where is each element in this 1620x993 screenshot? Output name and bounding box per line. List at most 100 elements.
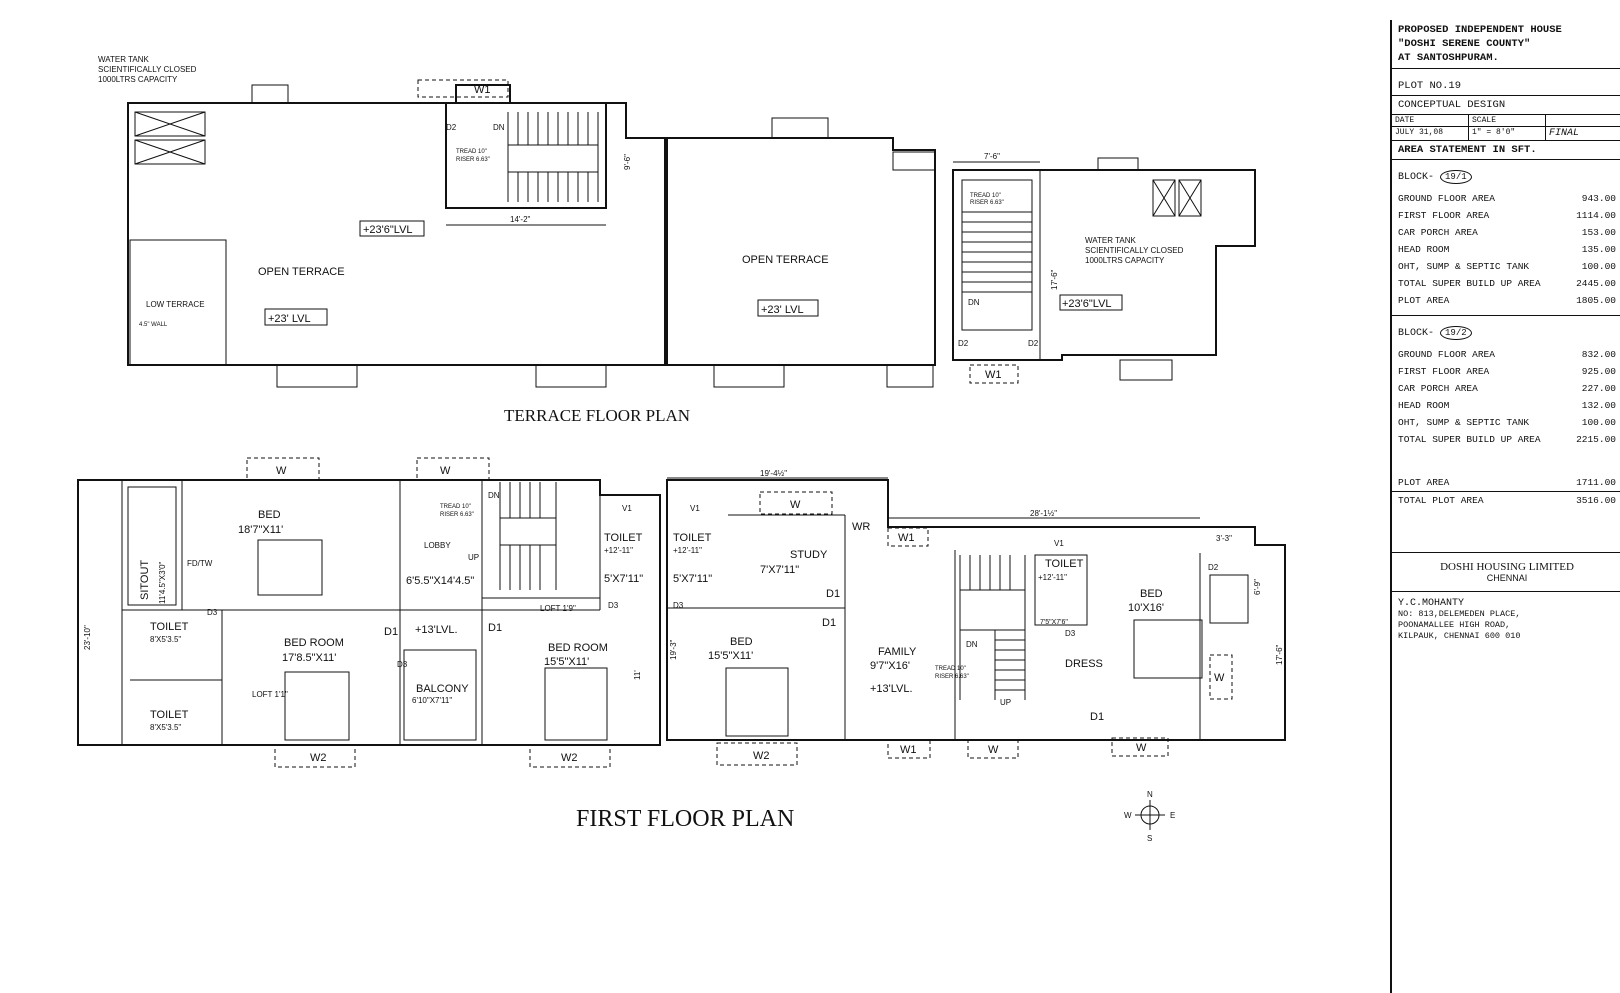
first-fd-tw: FD/TW xyxy=(187,559,213,568)
first-bedroom-a-label: BED ROOM xyxy=(284,637,344,649)
first-bed-d-furniture xyxy=(1133,619,1203,679)
first-d3-d: D3 xyxy=(673,601,684,610)
first-toilet-c-size: 5'X7'11" xyxy=(604,573,643,585)
block2-row-label: OHT, SUMP & SEPTIC TANK xyxy=(1398,417,1530,428)
block2-row-value: 925.00 xyxy=(1581,366,1616,377)
first-d3-b: D3 xyxy=(397,660,408,669)
date-scale-header: DATE SCALE xyxy=(1392,115,1620,127)
terrace-open-terrace-left: OPEN TERRACE xyxy=(258,266,345,278)
block2-row-value: 2215.00 xyxy=(1576,434,1616,445)
first-study-size: 7'X7'11" xyxy=(760,564,799,576)
block2-row-value: 100.00 xyxy=(1581,417,1616,428)
first-dim-176: 17'-6" xyxy=(1275,644,1284,665)
first-v1-c: V1 xyxy=(1054,539,1064,548)
first-balcony-label: BALCONY xyxy=(416,683,469,695)
plot-area-label: PLOT AREA xyxy=(1398,477,1450,488)
first-loft-19: LOFT 1'9" xyxy=(540,604,576,613)
first-w-label-f: W xyxy=(1214,672,1225,684)
terrace-tank-1 xyxy=(134,111,206,137)
first-family-stair xyxy=(959,555,1026,700)
terrace-lvl-236-a: +23'6"LVL xyxy=(363,224,413,236)
first-window-w-e xyxy=(1111,737,1169,757)
first-dress-label: DRESS xyxy=(1065,658,1103,670)
terrace-tank-2 xyxy=(134,139,206,165)
terrace-parapet-5 xyxy=(276,364,358,388)
first-dim-33: 3'-3" xyxy=(1216,534,1232,543)
block2-label: BLOCK- xyxy=(1398,328,1435,339)
architect-name: Y.C.MOHANTY xyxy=(1398,598,1465,609)
project-line-3: AT SANTOSHPURAM. xyxy=(1398,52,1499,64)
terrace-right-stair xyxy=(961,179,1033,331)
terrace-parapet-8 xyxy=(886,364,934,388)
first-bed-d-label: BED xyxy=(1140,588,1163,600)
block1-row-label: HEAD ROOM xyxy=(1398,244,1450,255)
terrace-water-tank-note-2: SCIENTIFICALLY CLOSED xyxy=(98,65,197,74)
terrace-right-stair-treads xyxy=(962,211,1032,293)
date-header: DATE xyxy=(1392,115,1469,126)
first-family-dn: DN xyxy=(966,640,978,649)
block2-row-label: TOTAL SUPER BUILD UP AREA xyxy=(1398,434,1541,445)
terrace-right-tank-note-2: SCIENTIFICALLY CLOSED xyxy=(1085,246,1184,255)
first-window-w-c xyxy=(759,491,833,515)
compass-e: E xyxy=(1170,811,1175,820)
first-d1-a: D1 xyxy=(384,626,398,638)
terrace-stair-treads xyxy=(507,112,599,202)
terrace-lvl-23-a: +23' LVL xyxy=(268,313,311,325)
block2-row-value: 227.00 xyxy=(1581,383,1616,394)
block1-row-value: 100.00 xyxy=(1581,261,1616,272)
compass-rose: N S E W xyxy=(1124,790,1175,843)
first-toilet-b-label: TOILET xyxy=(150,709,189,721)
first-window-w1-b xyxy=(887,739,931,759)
terrace-lvl-box-3 xyxy=(757,299,819,317)
first-bed-c-size: 15'5"X11' xyxy=(708,650,753,662)
first-bed-c-label: BED xyxy=(730,636,753,648)
first-toilet-a-label: TOILET xyxy=(150,621,189,633)
first-dim-11: 11' xyxy=(633,670,642,680)
terrace-w1-label: W1 xyxy=(474,84,491,96)
terrace-lvl-box-1 xyxy=(359,220,425,237)
first-w2-label-c: W2 xyxy=(753,750,770,762)
block2-row: CAR PORCH AREA 227.00 xyxy=(1392,380,1620,397)
block2-row-label: CAR PORCH AREA xyxy=(1398,383,1478,394)
first-window-w2-b xyxy=(529,744,611,768)
first-lvl-13-a: +13'LVL. xyxy=(415,624,458,636)
block2-row: HEAD ROOM 132.00 xyxy=(1392,397,1620,414)
terrace-right-d2-a: D2 xyxy=(958,339,969,348)
terrace-stair-headroom xyxy=(445,102,607,209)
block1-row-value: 1114.00 xyxy=(1576,210,1616,221)
first-wr-label: WR xyxy=(852,521,870,533)
first-toilet-a-size: 8'X5'3.5" xyxy=(150,635,181,644)
terrace-right-tread: TREAD 10" xyxy=(970,193,1001,199)
first-w-label-e: W xyxy=(1136,742,1147,754)
first-window-w1-a xyxy=(887,527,929,547)
first-w-label-c: W xyxy=(790,499,801,511)
first-sitout-hatch xyxy=(127,486,177,606)
first-sitout-size: 11'4.5"X3'0" xyxy=(158,561,167,604)
first-sitout-label: SITOUT xyxy=(139,560,151,600)
block2-row-value: 132.00 xyxy=(1581,400,1616,411)
first-w-label-b: W xyxy=(440,465,451,477)
first-window-w2-c xyxy=(716,742,798,766)
terrace-parapet-4 xyxy=(1097,157,1139,171)
first-d3-c: D3 xyxy=(608,601,619,610)
block1-number: 19/1 xyxy=(1440,170,1472,184)
first-bedroom-a-furniture xyxy=(284,671,350,741)
terrace-right-tank-note-1: WATER TANK xyxy=(1085,236,1136,245)
first-balcony-size: 6'10"X7'11" xyxy=(412,696,452,705)
project-line-1: PROPOSED INDEPENDENT HOUSE xyxy=(1398,24,1562,36)
block2-row-label: HEAD ROOM xyxy=(1398,400,1450,411)
first-lobby-stair xyxy=(499,482,557,590)
terrace-dn-label: DN xyxy=(493,123,505,132)
first-bed-a-label: BED xyxy=(258,509,281,521)
first-window-w-a xyxy=(246,457,320,481)
first-d1-d: D1 xyxy=(822,617,836,629)
terrace-open-terrace-mid: OPEN TERRACE xyxy=(742,254,829,266)
first-d1-e: D1 xyxy=(1090,711,1104,723)
first-dim-69: 6'-9" xyxy=(1253,579,1262,595)
total-plot-area-label: TOTAL PLOT AREA xyxy=(1398,495,1484,506)
terrace-dim-176: 17'-6" xyxy=(1050,269,1059,290)
terrace-lvl-236-b: +23'6"LVL xyxy=(1062,298,1112,310)
first-interior-walls-h xyxy=(122,514,1201,740)
